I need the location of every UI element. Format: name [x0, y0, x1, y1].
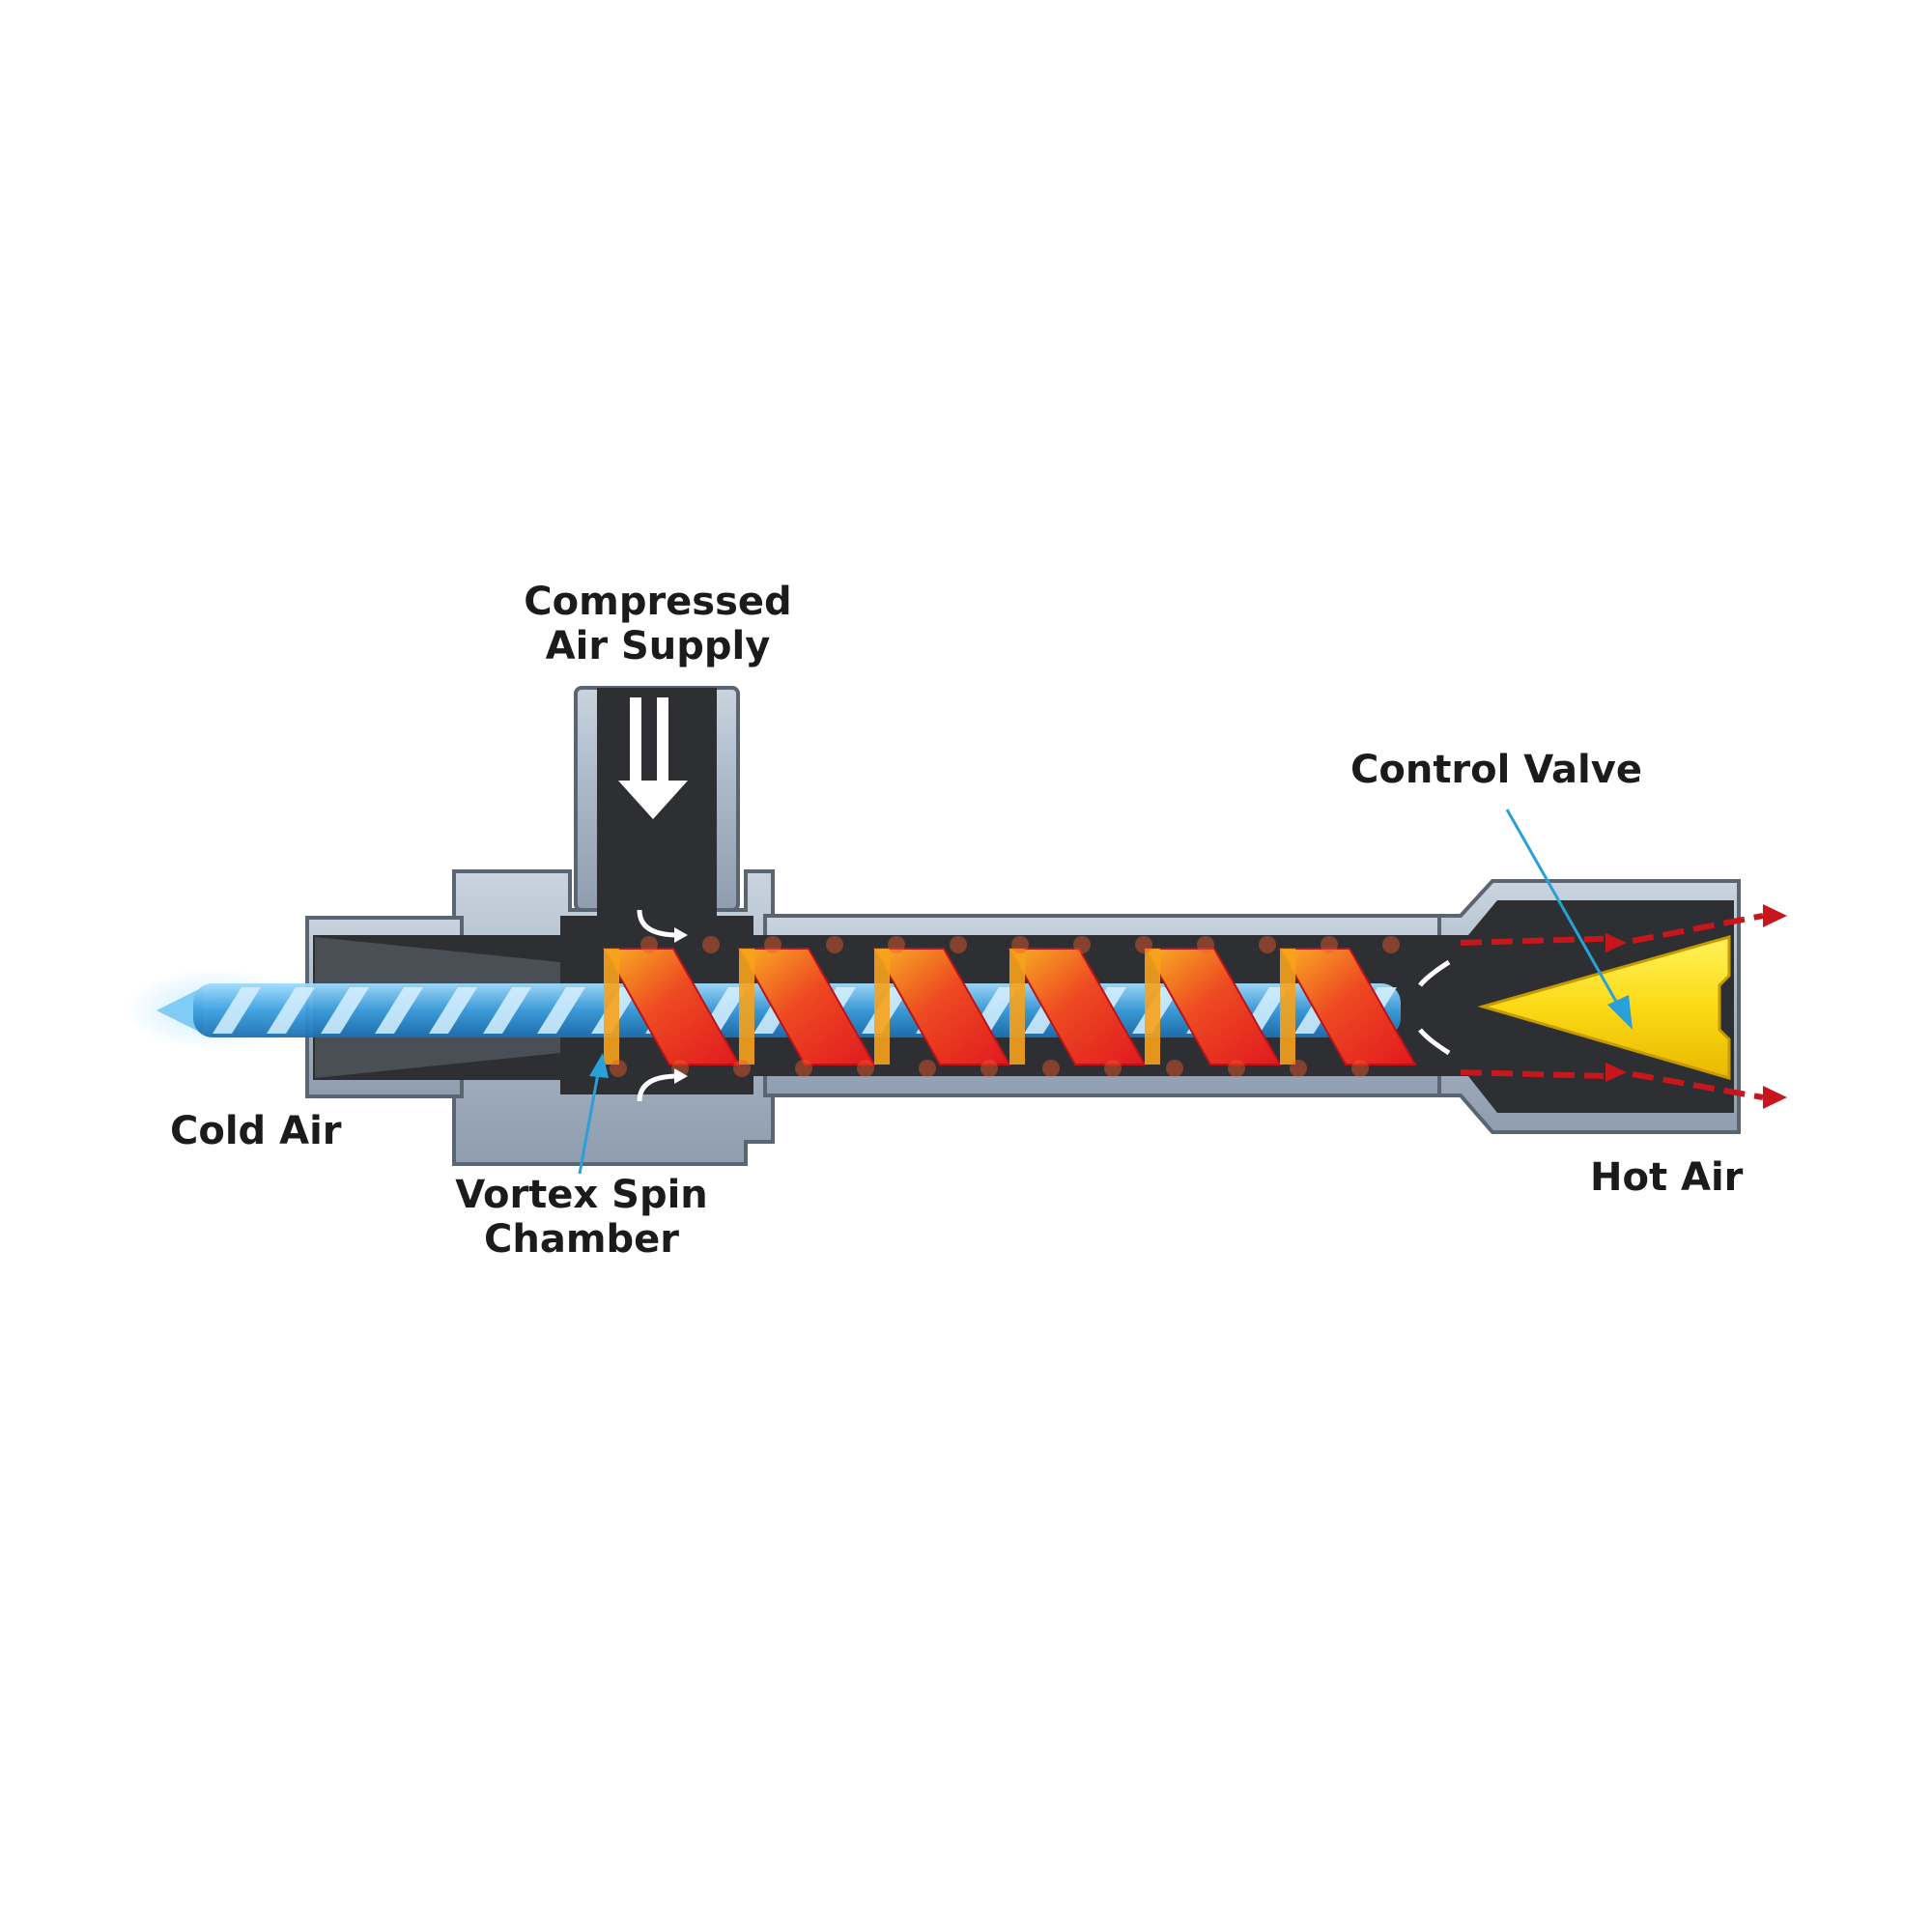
hot-glow-dot [1135, 936, 1152, 953]
hot-glow-dot [1197, 936, 1214, 953]
control-valve-cone [1477, 935, 1731, 1080]
vortex-label-line2: Chamber [484, 1217, 679, 1262]
vortex-label-line1: Vortex Spin [455, 1173, 708, 1217]
hot-glow-dot [857, 1060, 874, 1077]
hot-helix-band-edge [1145, 949, 1160, 1065]
cold-helix-ribbon [267, 987, 315, 1034]
hot-glow-dot [888, 936, 905, 953]
hot-glow-dot [795, 1060, 812, 1077]
right-arrow-icon [1460, 904, 1787, 1109]
hot-air-exhaust-arrow-top-line-inner [1460, 935, 1605, 946]
hot-glow-dot [702, 936, 720, 953]
hot-air-exhaust-arrow-top-head-outer [1763, 904, 1787, 927]
hot-air-label: Hot Air [1590, 1155, 1744, 1200]
compressed-air-label-line2: Air Supply [545, 624, 771, 668]
vortex-chamber-leader [578, 1067, 601, 1175]
control-valve-leader-head [1607, 995, 1633, 1030]
hot-air-exhaust-arrow-bottom-head-inner [1605, 1063, 1627, 1082]
hot-helix-band-edge [1009, 949, 1025, 1065]
hot-air-helix [602, 936, 1417, 1077]
hot-glow-dot [1073, 936, 1091, 953]
hot-glow-dot [1104, 1060, 1122, 1077]
hot-glow-dot [1290, 1060, 1307, 1077]
cold-helix-ribbon [213, 987, 261, 1034]
hot-air-exhaust-arrow-top-head-inner [1605, 933, 1627, 952]
compressed-air-label: Compressed Air Supply [518, 580, 798, 668]
hot-helix-band-edge [739, 949, 754, 1065]
hot-glow-dot [1382, 936, 1400, 953]
hot-glow-dot [980, 1060, 998, 1077]
hot-glow-dot [1166, 1060, 1183, 1077]
hot-air-exhaust-arrow-top-line-outer [1632, 913, 1764, 944]
cold-air-outlet-arrow [156, 987, 203, 1034]
hot-glow-dot [1042, 1060, 1060, 1077]
curved-arrow-heads [674, 927, 688, 1084]
cold-helix-ribbon [321, 987, 369, 1034]
control-valve-label: Control Valve [1350, 748, 1642, 792]
hot-glow-dot [950, 936, 967, 953]
hot-helix-band [1278, 948, 1417, 1065]
hot-helix-band-edge [1280, 949, 1295, 1065]
hot-air-exhaust-arrow-bottom-line-inner [1460, 1069, 1605, 1079]
curved-arrow-icon [637, 909, 1451, 1102]
hot-glow-dot [1011, 936, 1029, 953]
hot-air-exhaust-arrow-bottom-head-outer [1763, 1086, 1787, 1109]
down-arrow-icon [618, 697, 688, 819]
cold-air-label: Cold Air [170, 1109, 342, 1153]
hot-glow-dot [1321, 936, 1338, 953]
compressed-air-label-line1: Compressed [524, 580, 792, 624]
cold-helix-ribbon [375, 987, 423, 1034]
hot-helix-band-edge [874, 949, 890, 1065]
cold-helix-ribbon [537, 987, 585, 1034]
hot-glow-dot [826, 936, 843, 953]
control-valve-leader [1505, 809, 1621, 1008]
vortex-spin-chamber-label: Vortex Spin Chamber [446, 1173, 717, 1262]
hot-glow-dot [1259, 936, 1276, 953]
hot-air-exhaust-arrow-bottom-line-outer [1632, 1071, 1764, 1100]
hot-glow-dot [919, 1060, 936, 1077]
hot-glow-dot [764, 936, 781, 953]
cold-helix-ribbon [429, 987, 477, 1034]
hot-glow-dot [1228, 1060, 1245, 1077]
hot-glow-dot [1351, 1060, 1369, 1077]
leader-lines [578, 809, 1621, 1175]
cold-helix-ribbon [483, 987, 531, 1034]
hot-glow-dot [610, 1060, 627, 1077]
vortex-chamber-leader-head [589, 1053, 609, 1078]
hot-helix-band-edge [604, 949, 619, 1065]
hot-glow-dot [733, 1060, 751, 1077]
hot-glow-dot [640, 936, 658, 953]
